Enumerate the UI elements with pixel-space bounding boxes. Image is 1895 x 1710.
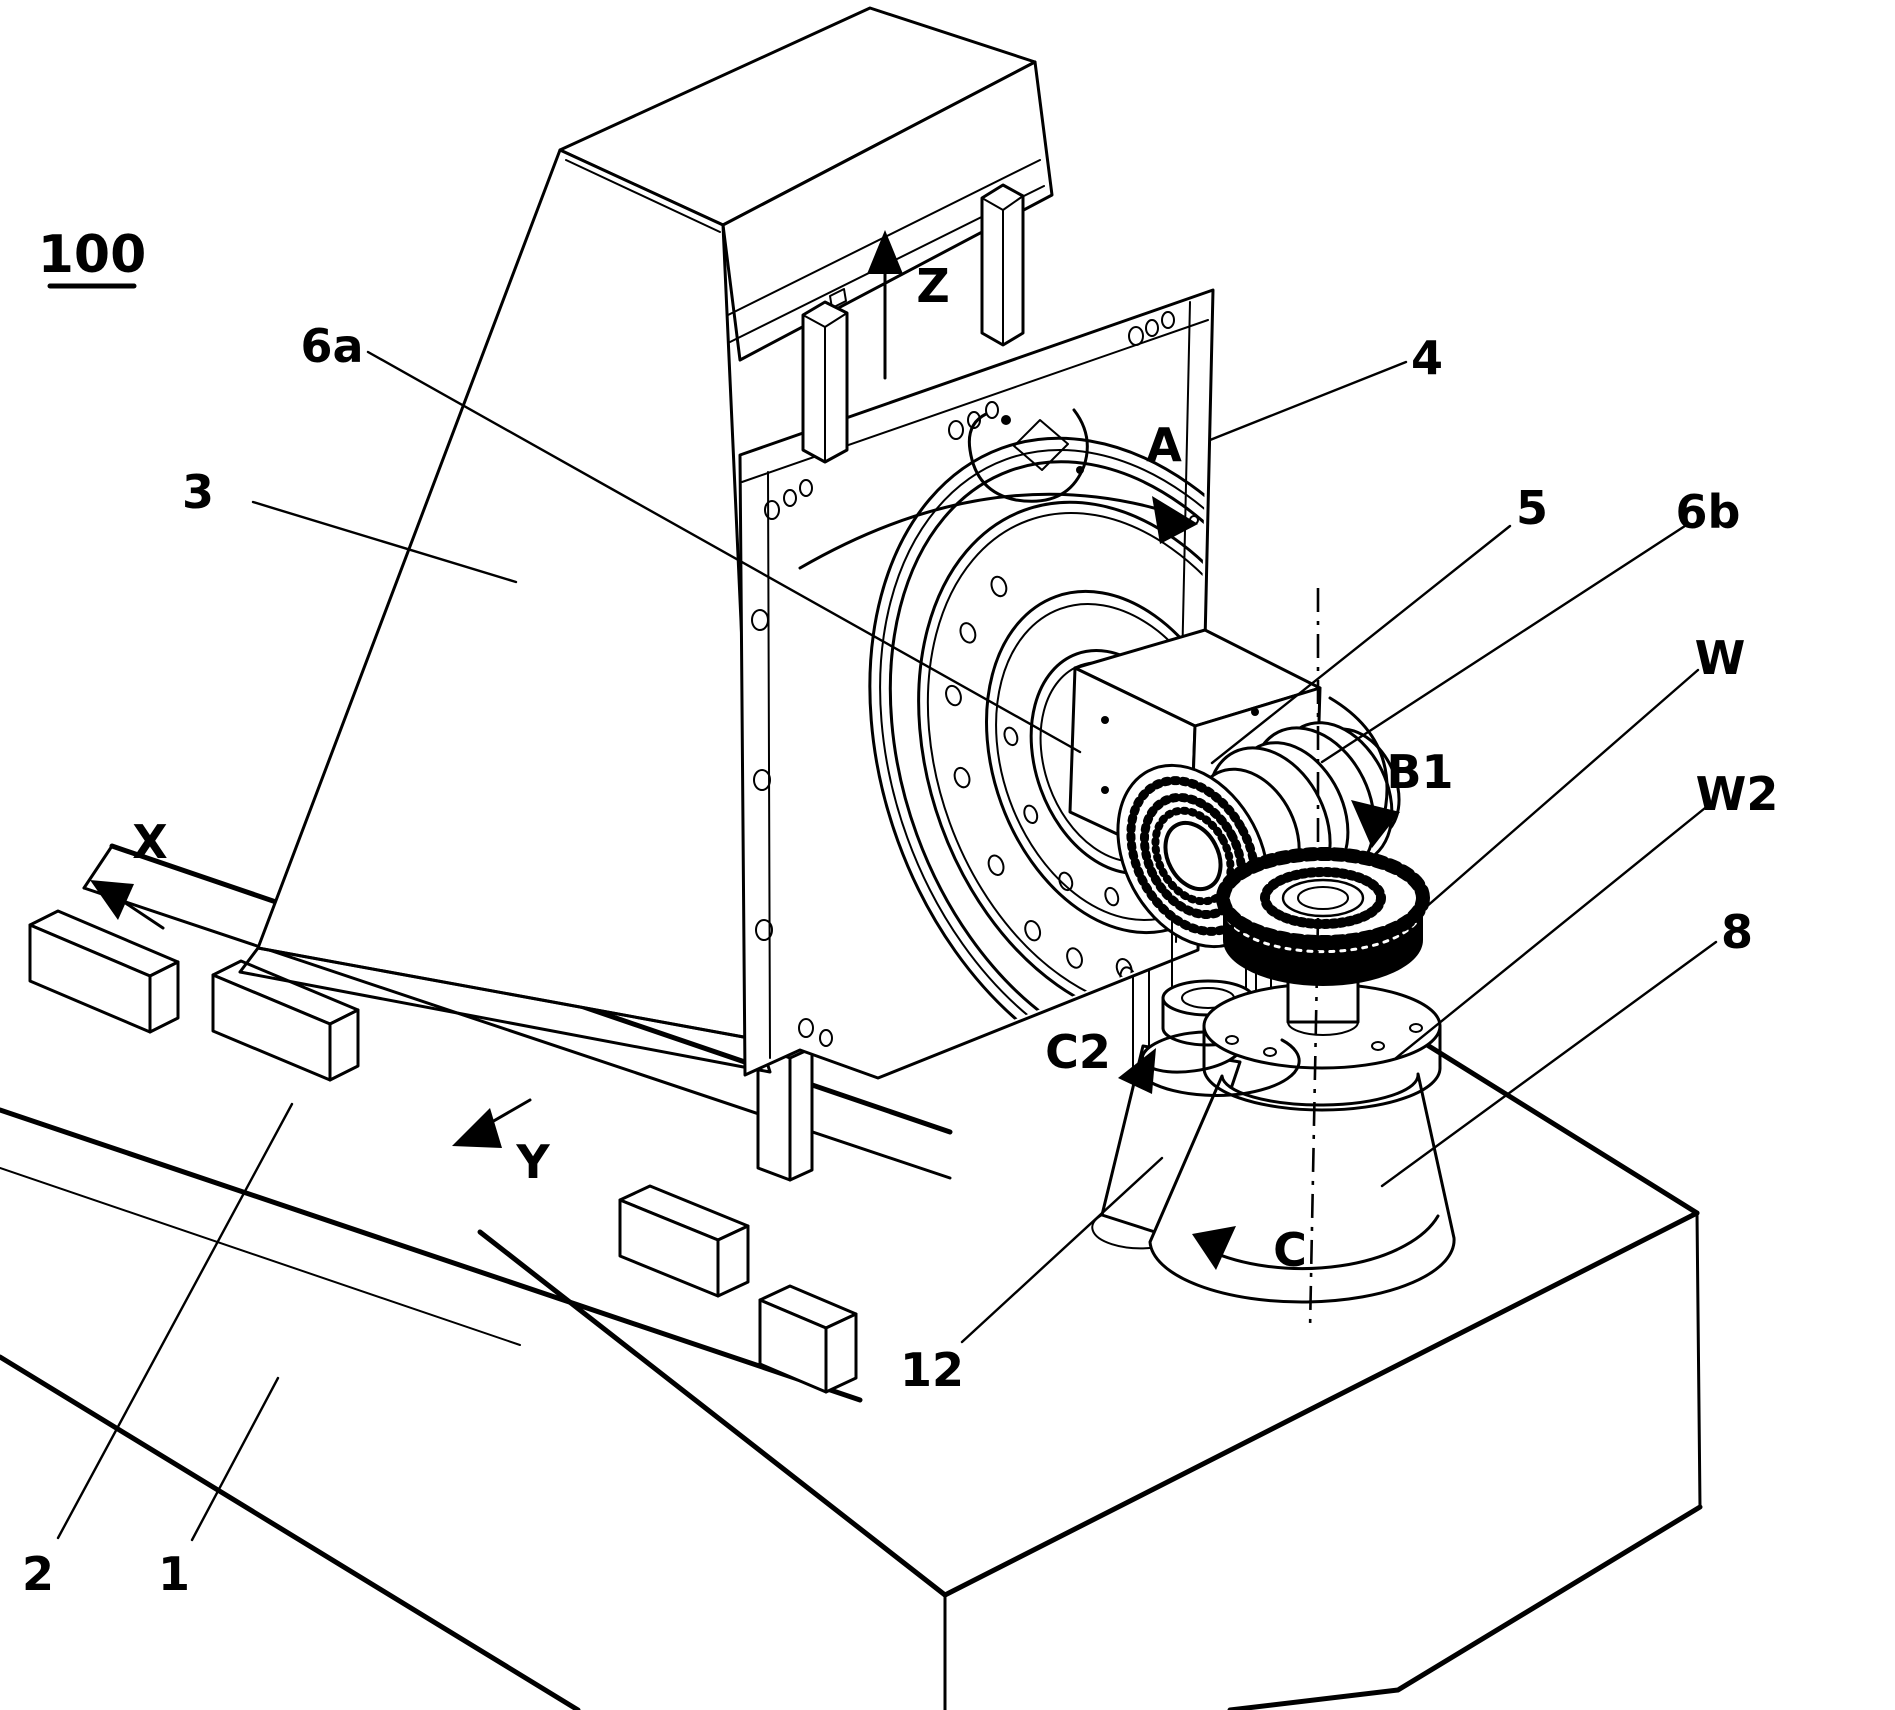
leader-8	[1380, 940, 1718, 1188]
axis-arrows	[90, 230, 1440, 1271]
leader-6a	[366, 350, 1082, 754]
label-Z: Z	[916, 259, 949, 313]
leader-3	[251, 500, 518, 584]
y-axis-arrow	[452, 1098, 532, 1148]
z-axis-arrow	[867, 230, 903, 380]
b1-axis-arrow	[1328, 696, 1400, 848]
c-axis-centerline	[1308, 588, 1320, 1331]
leader-12	[960, 1156, 1164, 1344]
leader-lines	[56, 350, 1718, 1542]
label-5: 5	[1516, 481, 1548, 535]
c2-axis-arrow	[1118, 1038, 1301, 1097]
rail-bar-left	[28, 909, 180, 1034]
label-A: A	[1146, 418, 1182, 472]
slide-assembly	[0, 843, 1272, 1403]
rail-bar-left-2	[211, 959, 360, 1082]
stand-legs	[756, 899, 1272, 1182]
c-axis-arrow	[1192, 1214, 1440, 1271]
leader-5	[1210, 524, 1512, 765]
label-C: C	[1273, 1223, 1307, 1277]
label-12: 12	[900, 1343, 964, 1397]
a-axis-arrow	[798, 492, 1198, 570]
label-4: 4	[1411, 331, 1443, 385]
gear-workpiece	[1216, 847, 1430, 986]
label-W: W	[1695, 631, 1746, 685]
leader-4	[1208, 360, 1408, 442]
label-6b: 6b	[1676, 485, 1741, 539]
leader-2	[56, 1102, 294, 1540]
leader-W	[1400, 668, 1700, 930]
label-X: X	[132, 815, 167, 869]
label-Y: Y	[515, 1135, 550, 1189]
label-W2: W2	[1696, 767, 1779, 821]
leader-1	[190, 1376, 280, 1542]
rail-bar-lower-1	[618, 1184, 750, 1298]
z-guide-rail-left	[801, 300, 849, 464]
label-1: 1	[158, 1547, 190, 1601]
reference-labels: 100 6a 3 4 5 6b W W2 8 B1 C2 C 12 2 1 X …	[22, 225, 1778, 1601]
rotary-table	[1202, 982, 1442, 1112]
leader-W2	[1394, 802, 1712, 1060]
label-2: 2	[22, 1547, 54, 1601]
label-100: 100	[38, 225, 147, 285]
rail-bar-lower-2	[758, 1284, 858, 1394]
leader-6b	[1320, 522, 1690, 764]
label-B1: B1	[1386, 745, 1453, 799]
x-axis-arrow	[90, 880, 165, 930]
z-guide-rail-right	[980, 183, 1025, 347]
label-8: 8	[1721, 905, 1753, 959]
slide-plate	[738, 183, 1215, 1080]
label-C2: C2	[1045, 1025, 1111, 1079]
machine-column	[238, 6, 1054, 1074]
label-3: 3	[182, 465, 214, 519]
label-6a: 6a	[300, 319, 363, 373]
